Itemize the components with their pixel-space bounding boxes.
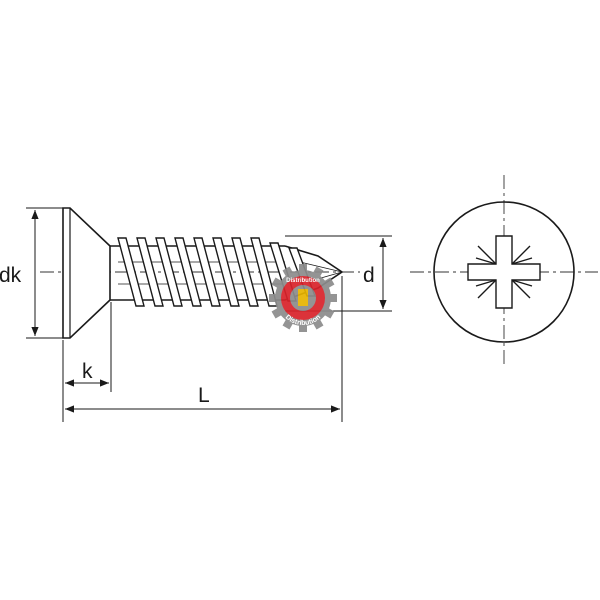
thread-crest [212,237,240,307]
dk-label: dk [0,264,22,287]
thread-crest [231,237,259,307]
dimensions [26,207,392,422]
thread-crest [193,237,221,307]
watermark-logo: Distribution Distribution [269,264,337,332]
gear-tooth [299,322,307,332]
thread-crest [174,237,202,307]
side-view [40,207,360,339]
thread-crest [136,237,164,307]
watermark-text-top: Distribution [286,278,320,284]
pozidriv-cross-icon [467,235,541,309]
thread-crest [155,237,183,307]
gear-tooth [299,264,307,274]
screw-head-top-circle [433,201,575,343]
d-label: d [363,264,375,287]
top-view [410,175,598,365]
k-label: k [82,360,93,383]
thread-crest [117,237,145,307]
L-label: L [198,384,210,407]
